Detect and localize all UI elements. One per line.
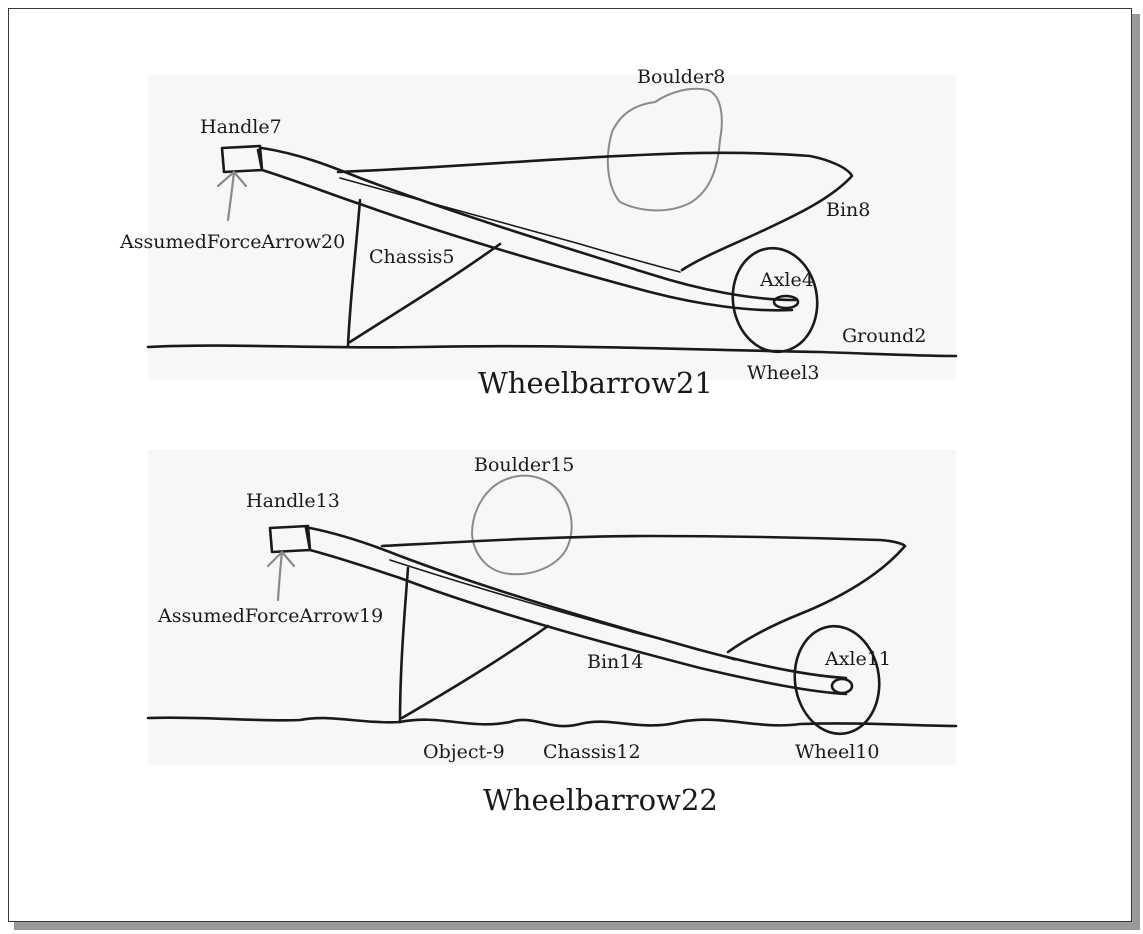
ground-2-line: [148, 346, 956, 356]
label-assumed-force-arrow-19: AssumedForceArrow19: [158, 607, 383, 626]
label-axle-11: Axle11: [825, 650, 891, 669]
label-handle-13: Handle13: [246, 492, 340, 511]
label-ground-2: Ground2: [842, 327, 926, 346]
title-wheelbarrow-22: Wheelbarrow22: [483, 786, 718, 815]
label-handle-7: Handle7: [200, 118, 282, 137]
label-chassis-5: Chassis5: [369, 248, 455, 267]
handle-7-grip: [222, 146, 262, 172]
ground-line-bottom: [148, 718, 956, 727]
chassis-5-frame: [348, 200, 500, 346]
label-wheel-10: Wheel10: [795, 743, 880, 762]
label-axle-4: Axle4: [760, 271, 814, 290]
label-bin-8: Bin8: [826, 201, 870, 220]
label-boulder-8: Boulder8: [637, 68, 725, 87]
label-bin-14: Bin14: [587, 653, 643, 672]
label-chassis-12: Chassis12: [543, 743, 641, 762]
chassis-12-frame: [400, 568, 548, 722]
label-wheel-3: Wheel3: [747, 364, 819, 383]
boulder-8-shape: [608, 89, 722, 211]
assumed-force-arrow-19: [268, 552, 294, 600]
boulder-15-shape: [472, 476, 572, 575]
title-wheelbarrow-21: Wheelbarrow21: [478, 369, 713, 398]
label-object-9: Object-9: [423, 743, 505, 762]
handle-13-grip: [270, 526, 310, 552]
handle-13-shaft-lower: [310, 550, 846, 694]
assumed-force-arrow-20: [218, 172, 246, 220]
label-assumed-force-arrow-20: AssumedForceArrow20: [120, 233, 345, 252]
label-boulder-15: Boulder15: [474, 456, 574, 475]
axle-4-shape: [774, 296, 798, 308]
axle-11-shape: [832, 679, 852, 693]
handle-13-shaft: [310, 528, 846, 678]
